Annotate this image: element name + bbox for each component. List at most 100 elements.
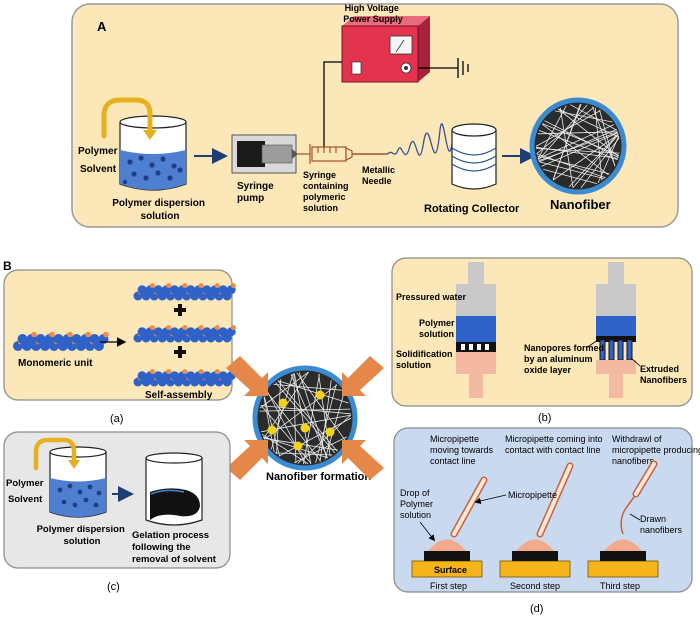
polymer-label: Polymer [78,146,118,157]
monomer-sphere [153,285,163,295]
monomer-sphere [218,327,228,337]
hv-power-supply-label: High Voltage Power Supply [343,3,403,24]
step2-top-label: Micropipette coming into contact with co… [505,434,605,455]
plus-icons [174,304,186,358]
monomer-dot [67,331,73,338]
monomer-dot [182,369,188,375]
third-step-label: Third step [600,581,640,591]
ground-icon [457,58,469,78]
monomer-dot [149,369,155,375]
fiber-strand [318,374,331,457]
syringe-pump-label: Syringe pump [237,181,276,204]
monomer-dot [198,283,204,289]
monomer-dot [85,331,91,338]
orange-arrows [226,356,384,480]
template-column-right [596,262,636,398]
caption-b: (b) [538,412,551,424]
fiber-strand [559,107,574,188]
monomer-sphere [137,371,147,381]
polymer-pour-arrow [101,97,153,139]
polymer-pour-arrowhead [143,130,157,140]
monomer-sphere [202,285,212,295]
panel-phase-separation: Polymer Solvent Polymer dispersion solut… [3,431,231,569]
template-column-left [456,262,496,398]
drop-label: Drop of Polymer solution [400,488,436,520]
panel-a-background [71,3,679,228]
fiber-strand [599,109,616,167]
dispersion-label: Polymer dispersion solution [112,198,208,222]
fiber-strand [275,382,336,454]
syringe-pump-icon [231,134,298,174]
fiber-strand [267,391,307,465]
fiber-strand [535,146,619,159]
fiber-strand [303,374,320,465]
fiber-strand [315,384,337,463]
monomer-sphere [71,334,82,344]
fiber-strand [553,133,619,181]
monomeric-label: Monomeric unit [18,358,93,369]
monomer-sphere [153,327,163,337]
monomer-dot [230,325,236,331]
step1-top-label: Micropipette moving towards contact line [430,434,496,466]
power-supply-icon [341,16,430,83]
solvent-label: Solvent [80,164,117,175]
monomer-sphere [89,334,100,344]
fiber-strand [537,124,615,160]
step2-icon [499,462,574,578]
fiber-strand [319,380,332,462]
fiber-strand [580,137,620,189]
fiber-strand [538,130,618,161]
monomer-dot [31,331,37,338]
monomer-dot [149,325,155,331]
monomer-sphere [218,371,228,381]
monomer-sphere [186,327,196,337]
monomer-dot [214,283,220,289]
nanopores-pointer [585,339,599,349]
fiber-strand [552,103,581,181]
caption-a: (a) [110,413,123,425]
caption-d: (d) [530,603,543,615]
micropipette-label: Micropipette [508,490,557,500]
monomer-dot [214,369,220,375]
self-assembly-label: Self-assembly [145,390,213,401]
step1-icon [411,476,488,578]
fiber-strand [594,107,603,181]
monomer-sphere [153,371,163,381]
panel-template-synthesis: Pressured water Polymer solution Solidif… [391,257,693,407]
orange-arrow-c [226,440,268,480]
monomer-sphere [170,285,179,295]
fiber-strand [536,106,595,155]
fiber-strand [542,168,597,184]
fiber-strand [278,417,352,457]
polymer-pour-arrow-c [33,437,77,471]
pressured-water-label: Pressured water [396,292,467,302]
monomer-sphere [137,285,147,295]
monomer-dot [103,331,109,338]
monomer-dot [149,283,155,289]
dispersion-c-label: Polymer dispersion solution [37,524,128,547]
rotating-collector-label: Rotating Collector [424,203,520,215]
needle-label: Metallic Needle [362,165,398,186]
solvent-c-label: Solvent [8,494,43,505]
micropipette-pointer [474,494,507,505]
syringe-label: Syringe containing polymeric solution [303,170,351,213]
fiber-strand [537,155,610,175]
monomer-sphere [137,327,147,337]
monomer-dot [198,325,204,331]
monomer-dot [230,283,236,289]
nanofiber-label: Nanofiber [550,197,611,212]
nanoparticle-dots [267,390,335,451]
monomer-dot [182,325,188,331]
fiber-strand [541,132,619,167]
fiber-strand [275,452,333,456]
first-step-label: First step [430,581,467,591]
nanofiber-formation-label: Nanofiber formation [266,471,371,483]
monomer-dot [182,283,188,289]
fiber-strand [259,371,309,409]
jet-spiral [387,123,455,156]
second-step-label: Second step [510,581,560,591]
monomer-dot [198,369,204,375]
polymer-beaker-icon [119,115,187,191]
fiber-strand [538,131,618,162]
monomeric-unit-icon [13,331,109,351]
